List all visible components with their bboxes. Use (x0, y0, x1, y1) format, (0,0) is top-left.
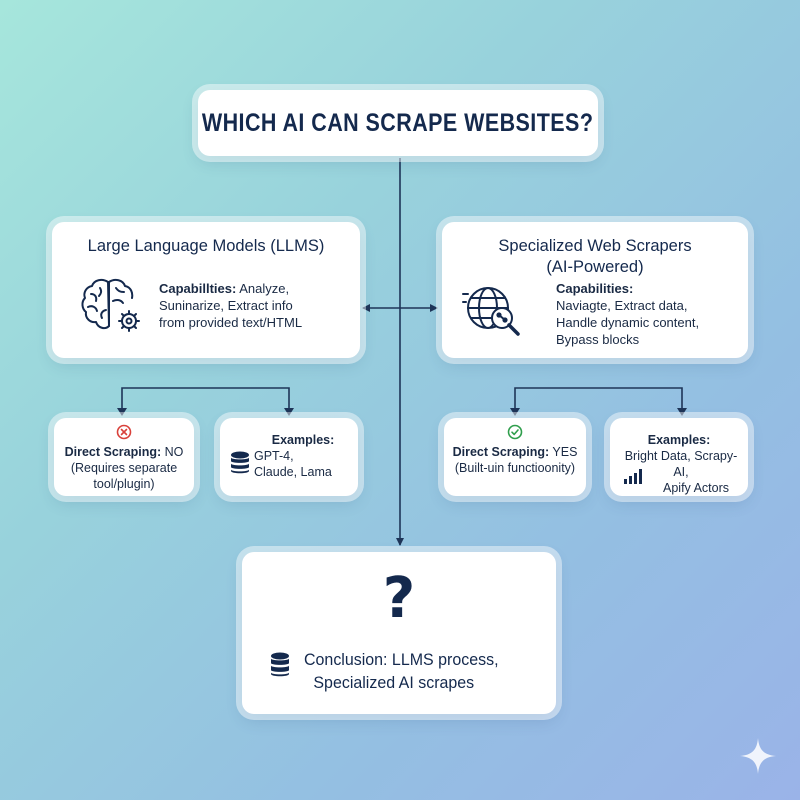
conclusion-line1: Conclusion: LLMS process, (304, 650, 499, 669)
bar-chart-icon (624, 468, 644, 488)
llm-cap-line2: Suninarize, Extract info (159, 298, 293, 313)
scrapers-cap-line3: Handle dynamic content, (556, 315, 700, 330)
scrapers-capabilities: Capabilities: Naviagte, Extract data, Ha… (556, 280, 746, 348)
scrapers-box: Specialized Web Scrapers (AI-Powered) Ca… (442, 222, 748, 358)
question-mark-icon: ? (382, 566, 416, 631)
scrapers-examples-list: Bright Data, Scrapy-AI, Apify Actors (618, 448, 744, 496)
conclusion-text: Conclusion: LLMS process, Specialized AI… (304, 648, 537, 694)
llm-direct-label: Direct Scraping: (64, 445, 162, 459)
llm-split-line (121, 387, 290, 410)
scrapers-title-line2: (AI-Powered) (546, 258, 644, 276)
x-circle-icon (54, 424, 194, 444)
page-title: WHICH AI CAN SCRAPE WEBSITES? (202, 108, 594, 137)
title-box: WHICH AI CAN SCRAPE WEBSITES? (198, 90, 598, 156)
llm-cap-line1: Analyze, (239, 281, 290, 296)
scrapers-examples-box: Examples: Bright Data, Scrapy-AI, Apify … (610, 418, 748, 496)
scrapers-direct-note-line1: (Built-uin functioonity) (454, 461, 576, 475)
scrapers-examples-line1: Bright Data, Scrapy-AI, (624, 449, 738, 479)
scrapers-examples-heading: Examples: (647, 433, 711, 447)
globe-search-icon (462, 282, 526, 347)
scrapers-title-line1: Specialized Web Scrapers (498, 237, 692, 255)
llm-examples-list: GPT-4, Claude, Lama (254, 448, 354, 480)
llm-cap-label: Capabillties: (159, 281, 237, 296)
conclusion-line2: Specialized AI scrapes (313, 673, 475, 692)
llm-title: Large Language Models (LLMS) (87, 237, 325, 255)
database-icon (270, 652, 290, 683)
llm-direct-line: Direct Scraping: NO (54, 444, 194, 460)
database-icon (230, 451, 250, 479)
scrapers-direct-label: Direct Scraping: (452, 445, 550, 459)
llm-examples-box: Examples: GPT-4, Claude, Lama (220, 418, 358, 496)
scrapers-cap-line4: Bypass blocks (556, 332, 640, 347)
scrapers-cap-line2: Naviagte, Extract data, (556, 298, 688, 313)
check-circle-icon (444, 424, 586, 444)
llm-direct-note: (Requires separate tool/plugin) (54, 460, 194, 492)
scrapers-cap-label: Capabilities: (556, 281, 634, 296)
llm-direct-value: NO (164, 445, 184, 459)
scrapers-direct-note: (Built-uin functioonity) (444, 460, 586, 476)
llm-cap-line3: from provided text/HTML (159, 315, 303, 330)
llm-direct-note-line2: tool/plugin) (93, 477, 155, 491)
sparkle-icon (738, 736, 778, 781)
llm-box: Large Language Models (LLMS) Capabilltie… (52, 222, 360, 358)
scrapers-direct-value: YES (552, 445, 578, 459)
llm-capabilities: Capabillties: Analyze, Suninarize, Extra… (159, 280, 355, 331)
conclusion-box: ? Conclusion: LLMS process, Specialized … (242, 552, 556, 714)
scr-split-line (514, 387, 683, 410)
llm-examples-line2: Claude, Lama (254, 465, 332, 479)
scrapers-direct-scraping-box: Direct Scraping: YES (Built-uin functioo… (444, 418, 586, 496)
llm-direct-scraping-box: Direct Scraping: NO (Requires separate t… (54, 418, 194, 496)
scrapers-examples-line2: Apify Actors (663, 481, 729, 495)
llm-direct-note-line1: (Requires separate (70, 461, 178, 475)
llm-examples-heading: Examples: (271, 433, 335, 447)
scrapers-title: Specialized Web Scrapers (AI-Powered) (442, 236, 748, 278)
llm-examples-line1: GPT-4, (254, 449, 294, 463)
scrapers-direct-line: Direct Scraping: YES (444, 444, 586, 460)
brain-gear-icon (80, 274, 146, 343)
